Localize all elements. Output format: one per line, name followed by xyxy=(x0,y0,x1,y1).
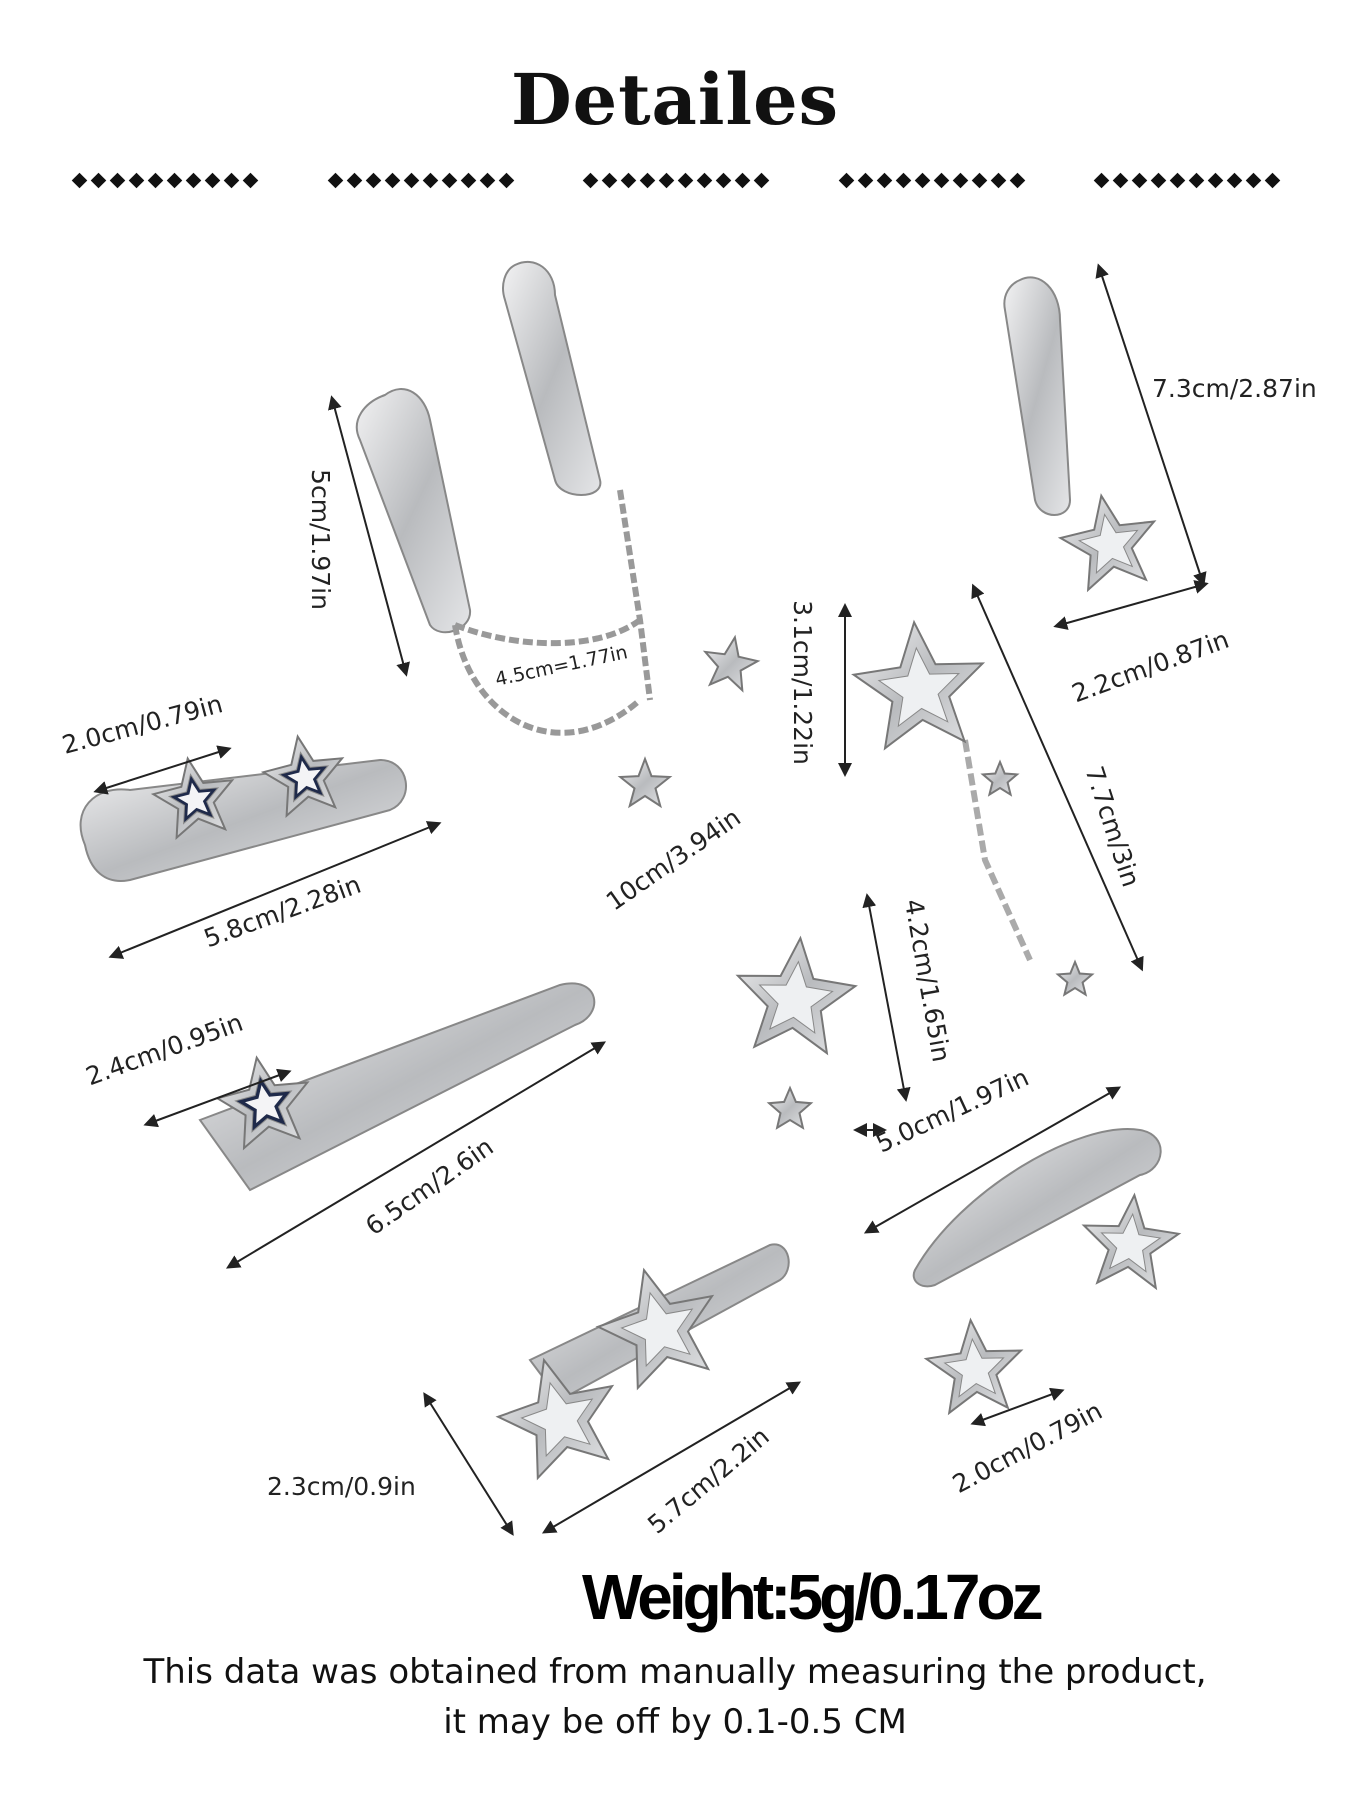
dim-label: 2.3cm/0.9in xyxy=(267,1472,416,1501)
star-charm-icon xyxy=(260,734,345,819)
dimension-arrow xyxy=(862,893,911,1102)
weight-label: Weight:5g/0.17oz xyxy=(582,1561,1044,1633)
dimension-arrow xyxy=(225,1041,607,1269)
double-star-clip-base xyxy=(79,758,407,882)
dimension-arrow xyxy=(970,1387,1065,1427)
dim-label: 5cm/1.97in xyxy=(305,469,335,610)
star-charm-icon xyxy=(617,756,673,809)
dimension-arrow xyxy=(1095,263,1207,587)
star-charm-icon xyxy=(851,619,986,751)
dim-label: 3.1cm/1.22in xyxy=(787,600,817,765)
dimension-arrow xyxy=(328,395,410,677)
dimension-arrow xyxy=(863,1086,1122,1234)
dimension-arrow xyxy=(541,1381,802,1534)
star-charm-icon xyxy=(766,1085,814,1130)
star-charm-icon xyxy=(595,1267,715,1391)
star-charm-icon xyxy=(1057,493,1157,593)
star-charm-icon xyxy=(1081,1192,1182,1291)
measurement-note-line2: it may be off by 0.1-0.5 CM xyxy=(443,1702,907,1742)
dimension-arrow xyxy=(93,745,232,795)
star-charm-icon xyxy=(980,759,1020,797)
star-charm-icon xyxy=(735,935,858,1056)
dimension-arrow xyxy=(1053,580,1209,630)
dimension-arrow xyxy=(108,821,442,959)
dimension-arrow xyxy=(423,1392,514,1536)
measurement-note-line1: This data was obtained from manually mea… xyxy=(143,1652,1207,1692)
star-charm-icon xyxy=(923,1317,1024,1416)
star-charm-icon xyxy=(702,634,761,693)
single-snap-clip xyxy=(1003,276,1072,516)
star-charm-icon xyxy=(1055,959,1095,997)
dimension-arrow xyxy=(971,583,1144,972)
dim-label: 7.3cm/2.87in xyxy=(1152,374,1317,403)
page-title: Detailes xyxy=(510,58,840,141)
